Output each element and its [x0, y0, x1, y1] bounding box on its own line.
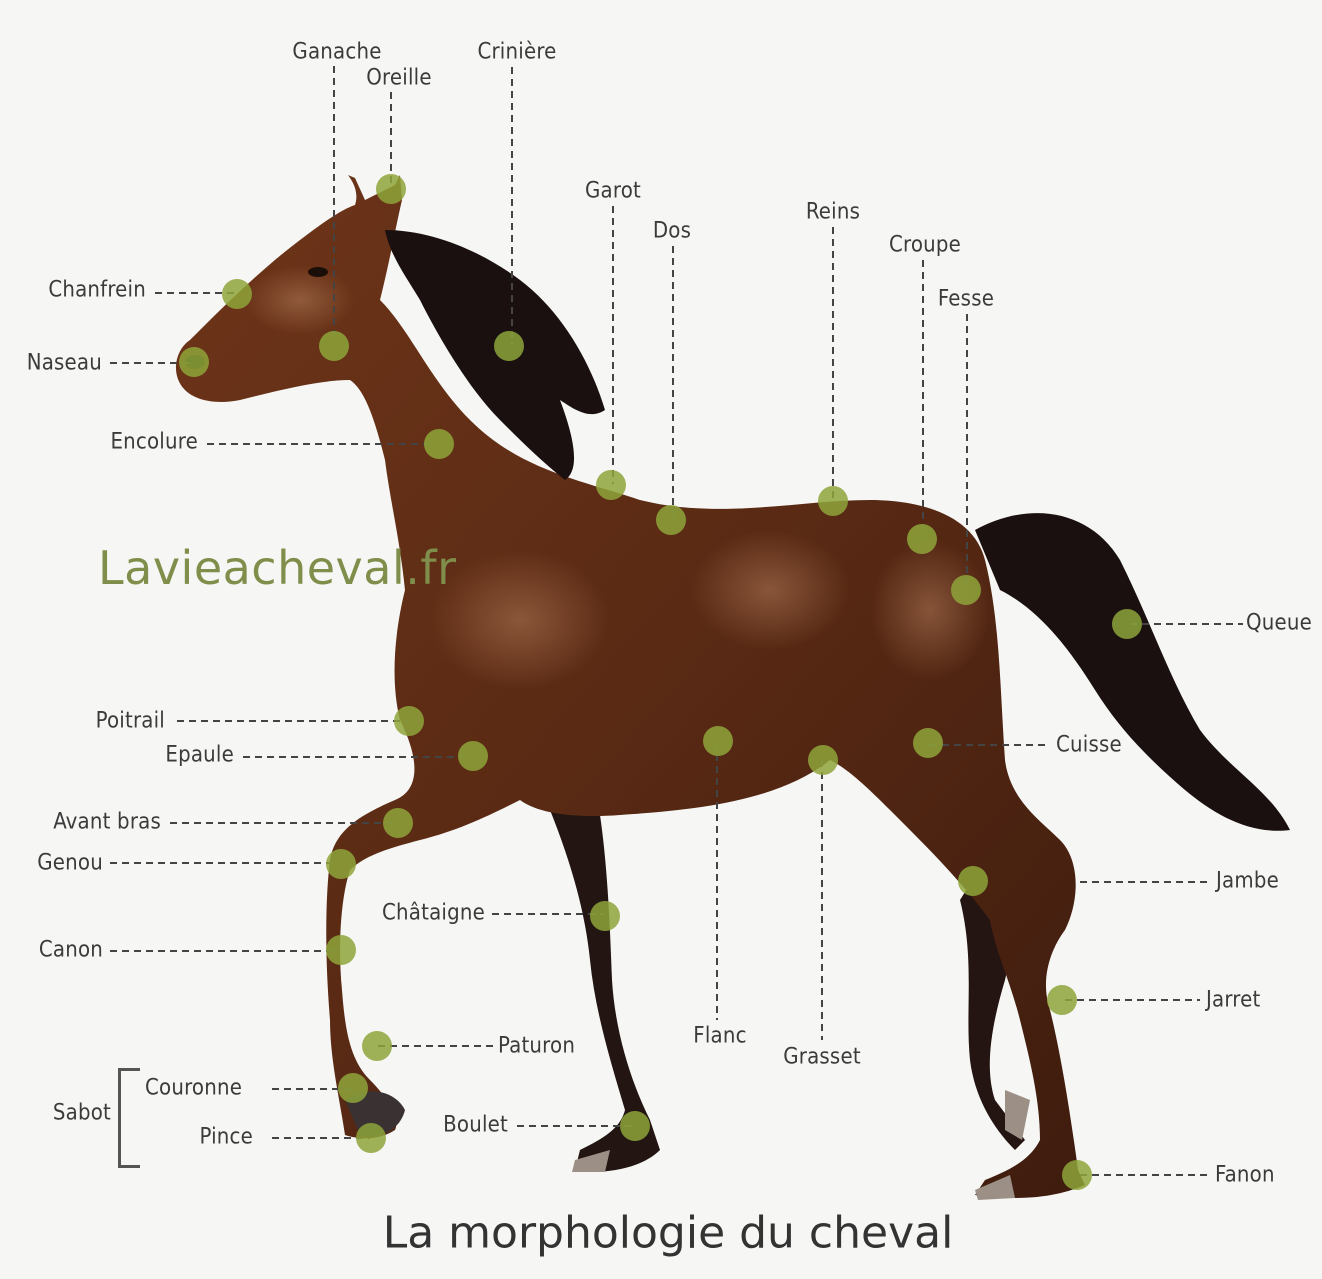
- label-genou: Genou: [37, 851, 103, 876]
- label-grasset: Grasset: [783, 1045, 861, 1070]
- marker-fesse: [951, 575, 981, 605]
- marker-garot: [596, 470, 626, 500]
- marker-naseau: [179, 347, 209, 377]
- label-canon: Canon: [39, 938, 103, 963]
- marker-queue: [1112, 609, 1142, 639]
- marker-canon: [326, 935, 356, 965]
- coat-highlight: [690, 530, 850, 650]
- label-fesse: Fesse: [938, 287, 994, 312]
- label-sabot: Sabot: [53, 1101, 111, 1126]
- label-croupe: Croupe: [889, 233, 961, 258]
- label-oreille: Oreille: [366, 66, 432, 91]
- marker-croupe: [907, 524, 937, 554]
- marker-genou: [326, 849, 356, 879]
- label-cuisse: Cuisse: [1056, 733, 1122, 758]
- marker-boulet: [620, 1111, 650, 1141]
- label-reins: Reins: [806, 200, 860, 225]
- marker-epaule: [458, 741, 488, 771]
- label-jarret: Jarret: [1206, 988, 1261, 1013]
- label-pince: Pince: [199, 1125, 253, 1150]
- marker-oreille: [376, 174, 406, 204]
- marker-flanc: [703, 726, 733, 756]
- label-couronne: Couronne: [145, 1076, 242, 1101]
- label-queue: Queue: [1246, 611, 1312, 636]
- label-fanon: Fanon: [1215, 1163, 1275, 1188]
- marker-avant-bras: [383, 808, 413, 838]
- label-naseau: Naseau: [27, 351, 102, 376]
- marker-criniere: [494, 331, 524, 361]
- page-title: La morphologie du cheval: [383, 1208, 954, 1259]
- label-chataigne: Châtaigne: [382, 901, 485, 926]
- label-encolure: Encolure: [110, 430, 198, 455]
- label-boulet: Boulet: [443, 1113, 508, 1138]
- marker-reins: [818, 486, 848, 516]
- marker-fanon: [1062, 1160, 1092, 1190]
- marker-chataigne: [590, 901, 620, 931]
- coat-highlight: [245, 265, 355, 335]
- label-jambe: Jambe: [1216, 869, 1279, 894]
- label-dos: Dos: [653, 219, 691, 244]
- marker-jambe: [958, 866, 988, 896]
- marker-cuisse: [913, 728, 943, 758]
- horse-eye: [308, 267, 328, 277]
- label-epaule: Epaule: [165, 743, 234, 768]
- label-chanfrein: Chanfrein: [48, 278, 146, 303]
- marker-chanfrein: [222, 279, 252, 309]
- label-ganache: Ganache: [292, 40, 381, 65]
- marker-grasset: [808, 745, 838, 775]
- marker-encolure: [424, 429, 454, 459]
- marker-ganache: [319, 331, 349, 361]
- marker-couronne: [338, 1073, 368, 1103]
- label-flanc: Flanc: [693, 1024, 746, 1049]
- horse-tail: [975, 513, 1290, 831]
- label-criniere: Crinière: [477, 40, 556, 65]
- marker-poitrail: [394, 706, 424, 736]
- label-avant-bras: Avant bras: [53, 810, 161, 835]
- marker-pince: [356, 1123, 386, 1153]
- marker-paturon: [362, 1031, 392, 1061]
- coat-highlight: [430, 550, 610, 690]
- label-garot: Garot: [585, 179, 641, 204]
- marker-dos: [656, 505, 686, 535]
- coat-highlight: [870, 540, 990, 680]
- site-watermark: Lavieacheval.fr: [98, 541, 456, 595]
- label-poitrail: Poitrail: [96, 709, 165, 734]
- sabot-bracket: [118, 1068, 140, 1168]
- marker-jarret: [1047, 985, 1077, 1015]
- label-paturon: Paturon: [498, 1034, 575, 1059]
